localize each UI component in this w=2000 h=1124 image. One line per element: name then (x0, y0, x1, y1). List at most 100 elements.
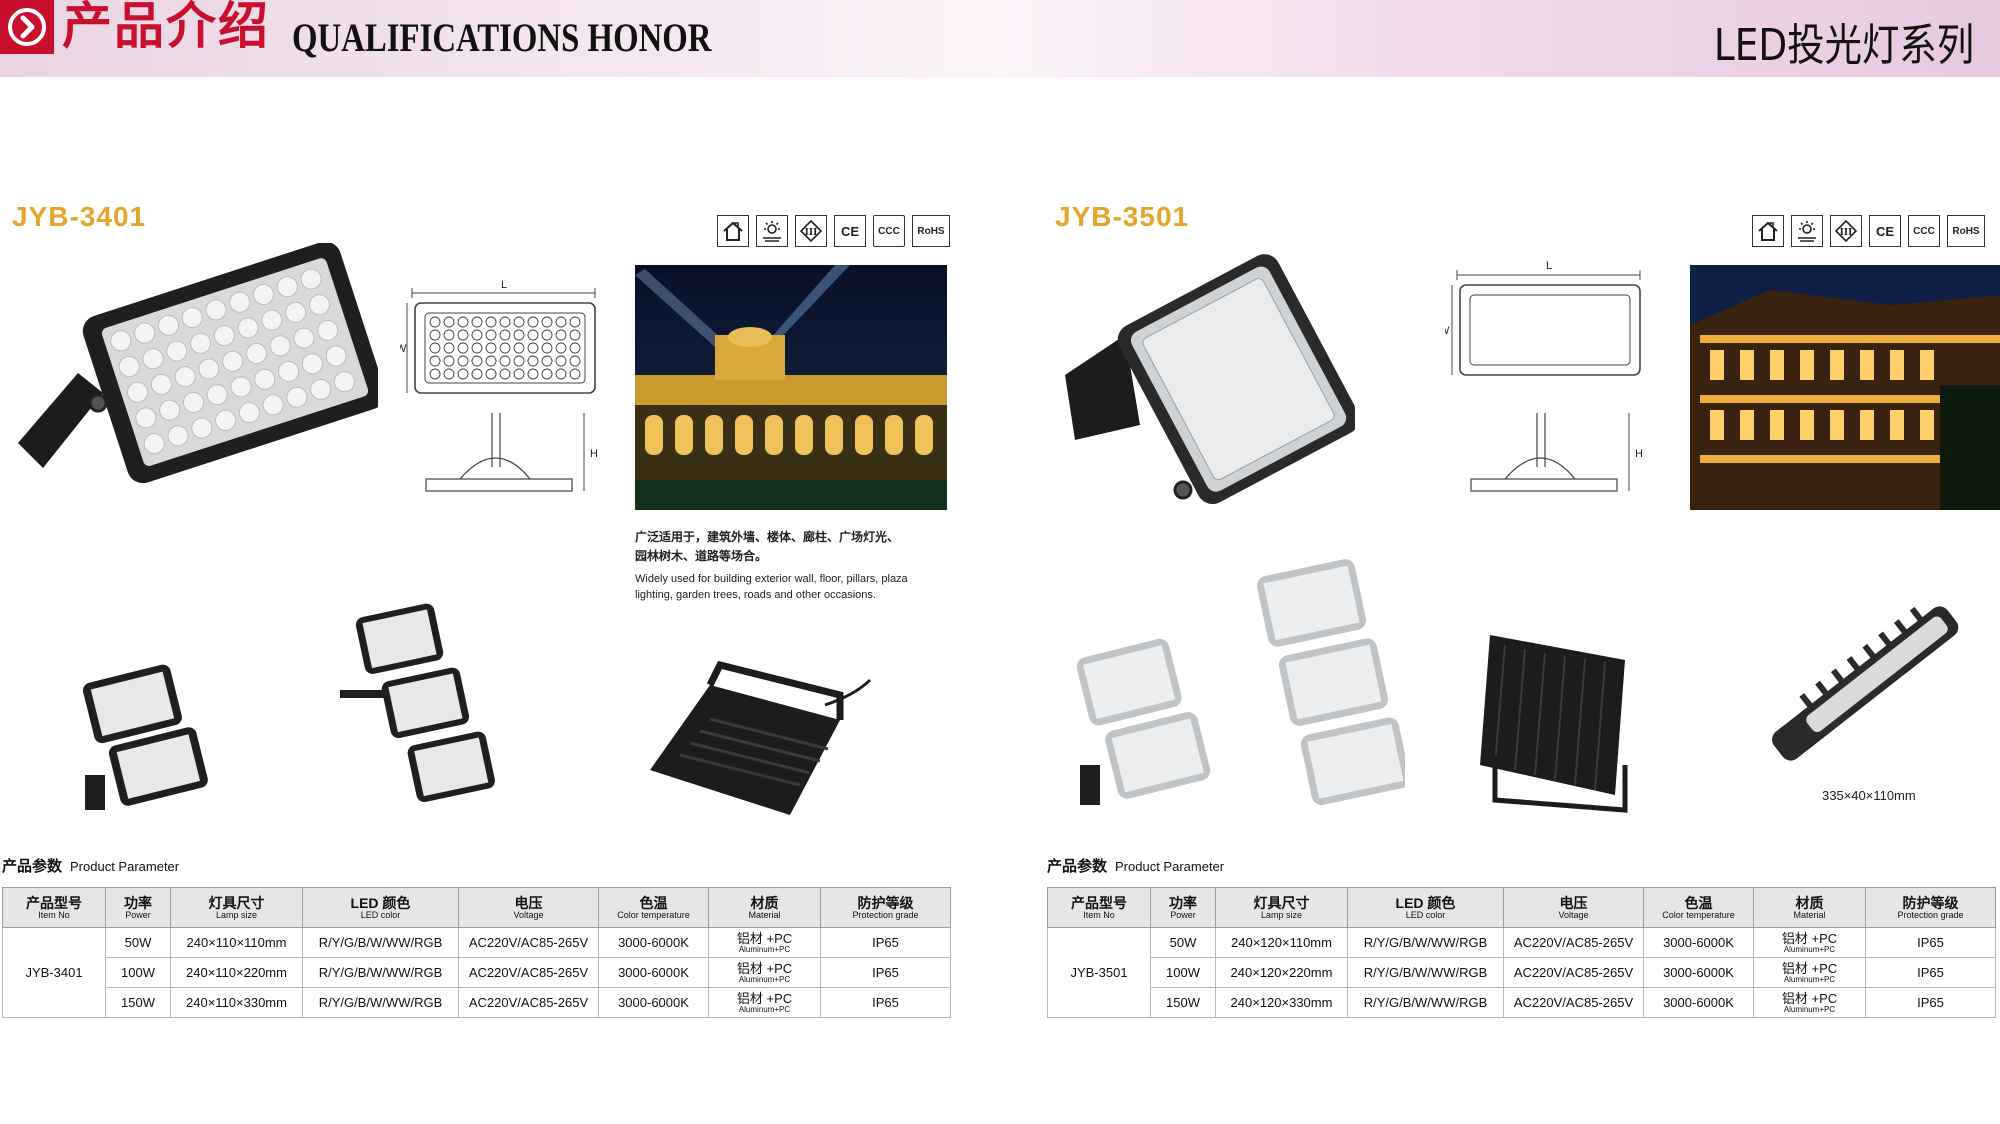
table-row: JYB-3401 50W 240×110×110mm R/Y/G/B/W/WW/… (2, 927, 951, 1018)
power-cell: 150W (105, 987, 171, 1018)
certification-row: III CE CCC RoHS (1752, 215, 1985, 247)
size-cell: 240×110×330mm (170, 987, 303, 1018)
table-row: 100W 240×120×220mm R/Y/G/B/W/WW/RGB AC22… (1048, 957, 1996, 988)
table-row: JYB-3501 50W 240×120×110mm R/Y/G/B/W/WW/… (1047, 927, 1996, 1018)
grade-cell: IP65 (1865, 987, 1996, 1018)
table-row: 150W 240×110×330mm R/Y/G/B/W/WW/RGB AC22… (3, 987, 951, 1018)
size-cell: 240×110×110mm (170, 927, 303, 958)
ccc-mark: CCC (873, 215, 905, 247)
power-cell: 50W (1150, 927, 1216, 958)
application-photo (635, 265, 947, 510)
variant-back-view (1480, 635, 1628, 813)
table-row: 150W 240×120×330mm R/Y/G/B/W/WW/RGB AC22… (1048, 987, 1996, 1018)
power-cell: 50W (105, 927, 171, 958)
color-cell: R/Y/G/B/W/WW/RGB (302, 957, 459, 988)
temp-cell: 3000-6000K (1643, 987, 1754, 1018)
dimension-label-w: W (1445, 325, 1450, 337)
rohs-mark: RoHS (912, 215, 950, 247)
item-no-cell: JYB-3501 (1047, 927, 1151, 1018)
dimension-drawing: L W H (1445, 260, 1643, 492)
size-cell: 240×120×330mm (1215, 987, 1348, 1018)
temp-cell: 3000-6000K (598, 927, 709, 958)
variant-3-module (340, 603, 495, 803)
variant-2-module (1076, 638, 1211, 805)
grade-cell: IP65 (820, 927, 951, 958)
variant-back-view (650, 660, 872, 815)
dimension-label-l: L (1546, 260, 1552, 272)
ce-mark: CE (834, 215, 866, 247)
page-title-cn: 产品介绍 (62, 0, 270, 55)
grade-cell: IP65 (1865, 957, 1996, 988)
color-cell: R/Y/G/B/W/WW/RGB (1347, 927, 1504, 958)
size-cell: 240×120×220mm (1215, 957, 1348, 988)
class-iii-icon: III (1830, 215, 1862, 247)
size-cell: 240×110×220mm (170, 957, 303, 988)
sun-icon (1791, 215, 1823, 247)
street-light-size: 335×40×110mm (1822, 788, 1916, 803)
voltage-cell: AC220V/AC85-265V (458, 927, 599, 958)
series-title: LED投光灯系列 (1713, 20, 1974, 71)
product-image-main (1065, 254, 1355, 505)
power-cell: 100W (1150, 957, 1216, 988)
chevron-right-icon (0, 0, 54, 54)
table-row: 100W 240×110×220mm R/Y/G/B/W/WW/RGB AC22… (3, 957, 951, 988)
certification-row: III CE CCC RoHS (717, 215, 950, 247)
grade-cell: IP65 (820, 987, 951, 1018)
house-icon (1752, 215, 1784, 247)
variant-3-module (1256, 559, 1405, 806)
voltage-cell: AC220V/AC85-265V (1503, 987, 1644, 1018)
product-panel-jyb-3501: JYB-3501 III CE CCC RoHS L W (1045, 195, 2000, 1025)
voltage-cell: AC220V/AC85-265V (458, 957, 599, 988)
power-cell: 100W (105, 957, 171, 988)
house-icon (717, 215, 749, 247)
dimension-drawing: L W H (400, 279, 598, 492)
rohs-mark: RoHS (1947, 215, 1985, 247)
dimension-label-h: H (1635, 448, 1643, 460)
description-cn: 广泛适用于，建筑外墙、楼体、廊柱、广场灯光、 园林树木、道路等场合。 (635, 530, 900, 563)
description-en: Widely used for building exterior wall, … (635, 573, 908, 601)
grade-cell: IP65 (820, 957, 951, 988)
temp-cell: 3000-6000K (1643, 957, 1754, 988)
size-cell: 240×120×110mm (1215, 927, 1348, 958)
product-panel-jyb-3401: JYB-3401 III CE CCC RoHS L W (0, 195, 960, 1025)
class-iii-icon: III (795, 215, 827, 247)
page-title-en: QUALIFICATIONS HONOR (292, 15, 712, 60)
ce-mark: CE (1869, 215, 1901, 247)
ccc-mark: CCC (1908, 215, 1940, 247)
color-cell: R/Y/G/B/W/WW/RGB (1347, 987, 1504, 1018)
temp-cell: 3000-6000K (598, 957, 709, 988)
model-title: JYB-3501 (1055, 201, 1190, 232)
power-cell: 150W (1150, 987, 1216, 1018)
variant-street-light (1772, 606, 1959, 761)
voltage-cell: AC220V/AC85-265V (458, 987, 599, 1018)
model-title: JYB-3401 (12, 201, 147, 232)
variant-2-module (82, 664, 208, 810)
item-no-cell: JYB-3401 (2, 927, 106, 1018)
dimension-label-w: W (400, 343, 407, 355)
svg-text:III: III (1840, 228, 1853, 238)
temp-cell: 3000-6000K (598, 987, 709, 1018)
application-photo (1690, 265, 2000, 510)
